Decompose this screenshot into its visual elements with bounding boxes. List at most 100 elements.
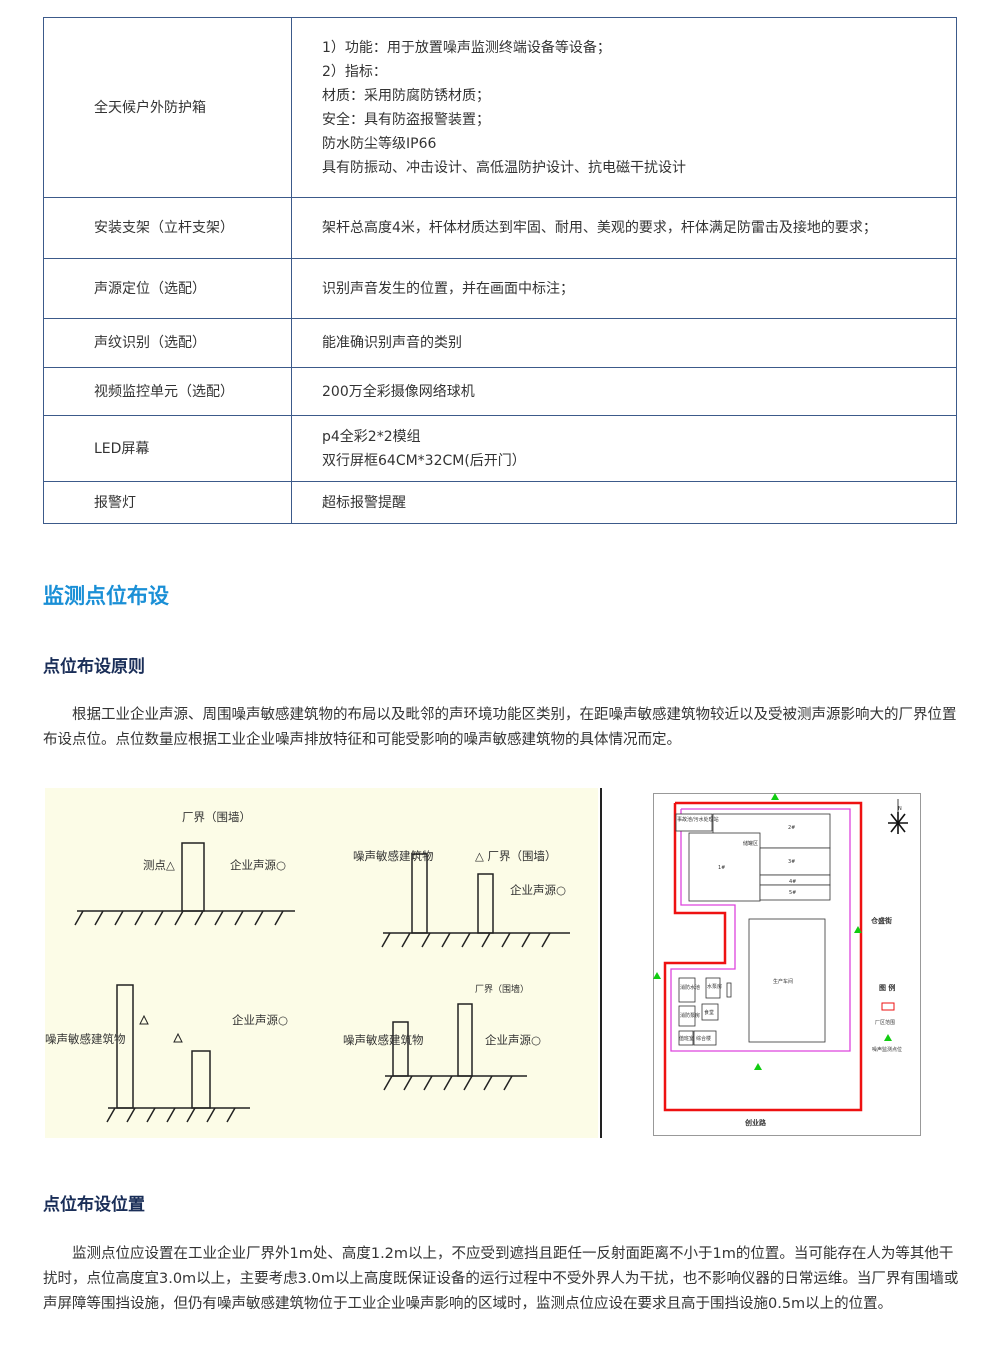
b3-label: 3# [788,859,795,865]
compass-icon [888,799,908,834]
water-pump-label: 水泵房 [707,983,722,990]
road-south-label: 创业路 [744,1118,767,1127]
desc-line: 架杆总高度4米，杆体材质达到牢固、耐用、美观的要求，杆体满足防雷击及接地的要求； [322,220,877,236]
production-workshop [748,918,826,1043]
principle-paragraph: 根据工业企业声源、周围噪声敏感建筑物的布局以及毗邻的声环境功能区类别，在距噪声敏… [43,707,957,748]
sewage-label: 事故池/污水处理站 [677,816,719,823]
desc-line: 超标报警提醒 [322,494,406,511]
d1-source-label: 企业声源○ [230,858,286,872]
item-name: 视频监控单元（选配） [43,367,292,416]
guard-label: 值班室 [679,1035,694,1042]
ground-hatch [74,910,284,926]
sensitive-building [392,1021,409,1077]
fire-pool-label: 消防水池 [680,984,700,991]
wall [457,1003,473,1077]
monitoring-point-marker [173,1032,183,1043]
d2-source-label: 企业声源○ [510,883,566,897]
item-desc: 架杆总高度4米，杆体材质达到牢固、耐用、美观的要求，杆体满足防雷击及接地的要求； [291,197,957,259]
fire-pool [678,977,696,1003]
item-desc: 1）功能：用于放置噪声监测终端设备等设备； 2）指标： 材质：采用防腐防锈材质；… [291,17,957,198]
office-label: 综合楼 [696,1035,711,1042]
monitoring-points [653,793,892,1070]
site-plan-svg: 事故池/污水处理站 储罐区 1# 2# 3# 4# 5# 消防水池 水泵房 消防… [653,793,921,1136]
desc-line: 1）功能：用于放置噪声监测终端设备等设备； [322,39,611,56]
ground-hatch [383,1075,513,1091]
table-row: 声源定位（选配） 识别声音发生的位置，并在画面中标注； [43,258,957,319]
legend-boundary-swatch [881,1002,895,1011]
item-name: 全天候户外防护箱 [43,17,292,198]
wall [181,842,205,912]
legend-point-label: 噪声监测点位 [872,1046,902,1053]
d3-source-label: 企业声源○ [232,1013,288,1027]
guard-room [678,1030,694,1046]
location-paragraph: 监测点位应设置在工业企业厂界外1m处、高度1.2m以上，不应受到遮挡且距任一反射… [43,1246,959,1312]
b1-label: 1# [718,865,725,871]
desc-line: 安全：具有防盗报警装置； [322,111,490,128]
table-row: 声纹识别（选配） 能准确识别声音的类别 [43,318,957,368]
section-title: 监测点位布设 [43,584,169,608]
placement-diagrams-figure: 厂界（围墙） 测点△ 企业声源○ 噪声敏感建筑物 △ 厂界（围墙） 企业声源○ … [45,788,598,1138]
sewage-building [675,813,713,832]
item-desc: 识别声音发生的位置，并在画面中标注； [291,258,957,319]
factory-boundary [663,801,863,1112]
wall [477,873,494,934]
wall [191,1050,211,1109]
table-row: LED屏幕 p4全彩2*2模组 双行屏框64CM*32CM(后开门） [43,415,957,482]
item-desc: 超标报警提醒 [291,481,957,524]
b4-label: 4# [789,879,796,885]
inner-fence [670,808,851,1052]
desc-line: 防水防尘等级IP66 [322,135,437,152]
desc-line: 材质：采用防腐防锈材质； [322,87,490,104]
legend-point-swatch [884,1034,892,1041]
desc-line: 识别声音发生的位置，并在画面中标注； [322,280,574,297]
desc-line: 双行屏框64CM*32CM(后开门） [322,452,526,469]
table-row: 安装支架（立杆支架） 架杆总高度4米，杆体材质达到牢固、耐用、美观的要求，杆体满… [43,197,957,259]
site-plan-figure: 事故池/污水处理站 储罐区 1# 2# 3# 4# 5# 消防水池 水泵房 消防… [653,793,921,1136]
d3-building-label: 噪声敏感建筑物 [45,1032,126,1046]
tank-area-label: 储罐区 [743,840,758,847]
fire-pump-label: 消防泵房 [680,1012,700,1019]
figure-divider [600,788,602,1138]
monitoring-point [771,793,779,800]
fire-pump-house [678,1005,696,1027]
item-name: 安装支架（立杆支架） [43,197,292,259]
d1-point-label: 测点△ [143,858,175,872]
monitoring-point [754,1063,762,1070]
d4-boundary-label: 厂界（围墙） [475,983,529,995]
canteen [701,1003,719,1021]
building-3 [759,847,831,876]
b2-label: 2# [788,825,795,831]
sensitive-building [411,853,428,934]
d4-building-label: 噪声敏感建筑物 [343,1033,424,1047]
desc-line: 200万全彩摄像网络球机 [322,383,475,400]
monitoring-point-marker [139,1014,149,1025]
d1-boundary-label: 厂界（围墙） [182,810,251,824]
desc-line: 具有防振动、冲击设计、高低温防护设计、抗电磁干扰设计 [322,159,686,176]
legend-title: 图 例 [879,983,895,992]
item-desc: 能准确识别声音的类别 [291,318,957,368]
ground-hatch [106,1107,236,1123]
table-row: 全天候户外防护箱 1）功能：用于放置噪声监测终端设备等设备； 2）指标： 材质：… [43,17,957,198]
d2-building-label: 噪声敏感建筑物 [353,849,434,863]
subsection-title-location: 点位布设位置 [43,1195,145,1215]
workshop-label: 生产车间 [773,978,793,985]
table-row: 视频监控单元（选配） 200万全彩摄像网络球机 [43,367,957,416]
building-5 [759,884,831,901]
d4-source-label: 企业声源○ [485,1033,541,1047]
item-name: 声纹识别（选配） [43,318,292,368]
desc-line: 2）指标： [322,63,387,80]
small-structure [726,982,732,998]
subsection-title-principle: 点位布设原则 [43,657,145,677]
d2-boundary-label: △ 厂界（围墙） [475,849,557,863]
table-row: 报警灯 超标报警提醒 [43,481,957,524]
street-east-label: 仓盛街 [870,916,892,925]
plan-frame [653,793,921,1136]
desc-line: p4全彩2*2模组 [322,428,421,445]
b5-label: 5# [789,890,796,896]
equipment-spec-table: 全天候户外防护箱 1）功能：用于放置噪声监测终端设备等设备； 2）指标： 材质：… [43,17,957,524]
placement-diagrams-svg: 厂界（围墙） 测点△ 企业声源○ 噪声敏感建筑物 △ 厂界（围墙） 企业声源○ … [45,810,570,1123]
canteen-label: 食堂 [704,1009,714,1016]
sensitive-building [116,984,134,1109]
legend-boundary-label: 厂区范围 [875,1019,895,1026]
north-label: N [898,806,902,812]
